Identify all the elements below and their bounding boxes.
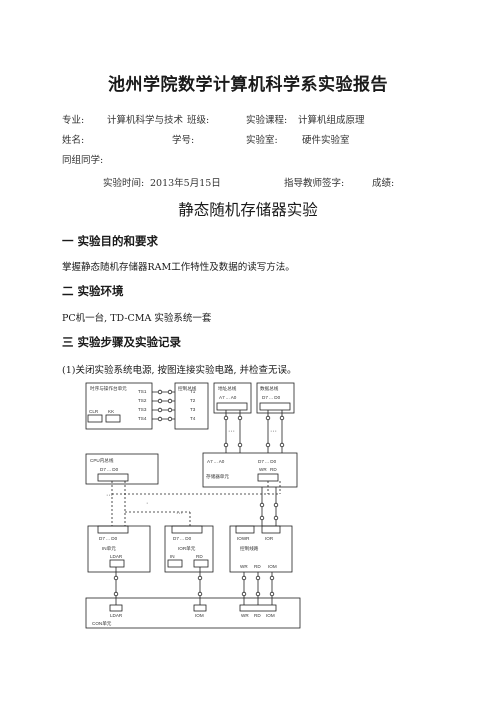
address-range: A7 ... A0: [219, 395, 237, 400]
ts4-label: TS4: [138, 416, 147, 421]
course-label: 实验课程:: [246, 115, 288, 126]
major-value: 计算机科学与技术: [107, 115, 184, 126]
class-label: 班级:: [187, 115, 210, 126]
data-range: D7 ... D0: [262, 395, 281, 400]
con-unit-label: CON单元: [92, 620, 112, 627]
kk-label: KK: [108, 409, 115, 414]
section-1-heading: 一 实验目的和要求: [62, 234, 159, 248]
t4-label: T4: [190, 416, 196, 421]
teacher-label: 指导教师签字:: [284, 178, 345, 189]
room-value: 硬件实验室: [302, 135, 350, 146]
section-3-heading: 三 实验步骤及实验记录: [62, 335, 182, 349]
svg-text:···: ···: [270, 428, 277, 435]
room-label: 实验室:: [246, 135, 278, 146]
ts2-label: TS2: [138, 398, 147, 403]
ior-unit-label: IOR单元: [178, 545, 196, 552]
experiment-title: 静态随机存储器实验: [178, 201, 318, 219]
control-logic-label: 控制线路: [240, 545, 259, 552]
memory-wr-label: WR: [259, 467, 267, 472]
svg-text:·: ·: [146, 500, 148, 507]
con-ldar: LDAR: [110, 613, 123, 618]
logic-iom: IOM: [268, 564, 277, 569]
major-label: 专业:: [62, 115, 85, 126]
data-bus-box: [256, 382, 295, 414]
memory-address-range: A7 ... A0: [207, 459, 225, 464]
section-1-body: 掌握静态随机存储器RAM工作特性及数据的读写方法。: [62, 262, 295, 273]
course-value: 计算机组成原理: [298, 115, 365, 126]
con-iom: IOM: [195, 613, 204, 618]
control-bus-box: [174, 382, 209, 430]
memory-unit-box: [202, 452, 298, 488]
con-unit-box: [85, 597, 301, 629]
con-iom-2: IOM: [266, 613, 275, 618]
svg-text:···: ···: [228, 428, 235, 435]
memory-unit-label: 存储器单元: [206, 473, 229, 480]
time-label: 实验时间:: [103, 178, 145, 189]
memory-data-range: D7 ... D0: [258, 459, 277, 464]
t3-label: T3: [190, 407, 196, 412]
timing-unit-box: [85, 382, 153, 430]
t1-label: T1: [190, 389, 196, 394]
svg-text:···: ···: [106, 492, 113, 499]
section-3-body: (1)关闭实验系统电源, 按图连接实验电路, 并检查无误。: [62, 365, 297, 376]
timing-unit-label: 时序与操作台单元: [90, 385, 127, 392]
address-bus-box: [213, 382, 252, 414]
ts1-label: TS1: [138, 389, 147, 394]
clr-label: CLR: [89, 409, 99, 414]
in-unit-ldar: LDAR: [110, 554, 123, 559]
logic-wr: WR: [240, 564, 248, 569]
cpu-bus-label: CPU内总线: [90, 457, 114, 464]
logic-iowr: IOWR: [237, 536, 250, 541]
clr-switch: [87, 414, 103, 423]
report-title: 池州学院数学计算机科学系实验报告: [108, 75, 388, 95]
logic-rd: RD: [254, 564, 261, 569]
group-label: 同组同学:: [62, 155, 104, 166]
section-2-body: PC机一台, TD-CMA 实验系统一套: [62, 313, 212, 324]
name-label: 姓名:: [62, 135, 85, 146]
control-logic-box: [229, 525, 293, 573]
t2-label: T2: [190, 398, 196, 403]
con-wr: WR: [241, 613, 249, 618]
kk-switch: [105, 414, 121, 423]
cpu-bus-range: D7 ... D0: [100, 467, 119, 472]
ior-unit-in: IN: [170, 554, 175, 559]
ior-unit-range: D7 ... D0: [173, 536, 192, 541]
cpu-bus-box: [85, 453, 159, 485]
data-bus-label: 数据总线: [260, 385, 279, 392]
time-value: 2013年5月15日: [150, 178, 221, 189]
id-label: 学号:: [172, 135, 195, 146]
address-bus-label: 地址总线: [218, 385, 237, 391]
control-bus-label: 控制总线: [178, 385, 197, 392]
ts3-label: TS3: [138, 407, 147, 412]
ior-unit-rd: RD: [196, 554, 203, 559]
in-unit-label: IN单元: [102, 545, 116, 552]
con-rd: RD: [254, 613, 261, 618]
memory-rd-label: RD: [270, 467, 277, 472]
logic-ior: IOR: [265, 536, 274, 541]
score-label: 成绩:: [372, 178, 395, 189]
in-unit-range: D7 ... D0: [99, 536, 118, 541]
svg-text:···: ···: [176, 510, 183, 517]
section-2-heading: 二 实验环境: [62, 284, 124, 298]
